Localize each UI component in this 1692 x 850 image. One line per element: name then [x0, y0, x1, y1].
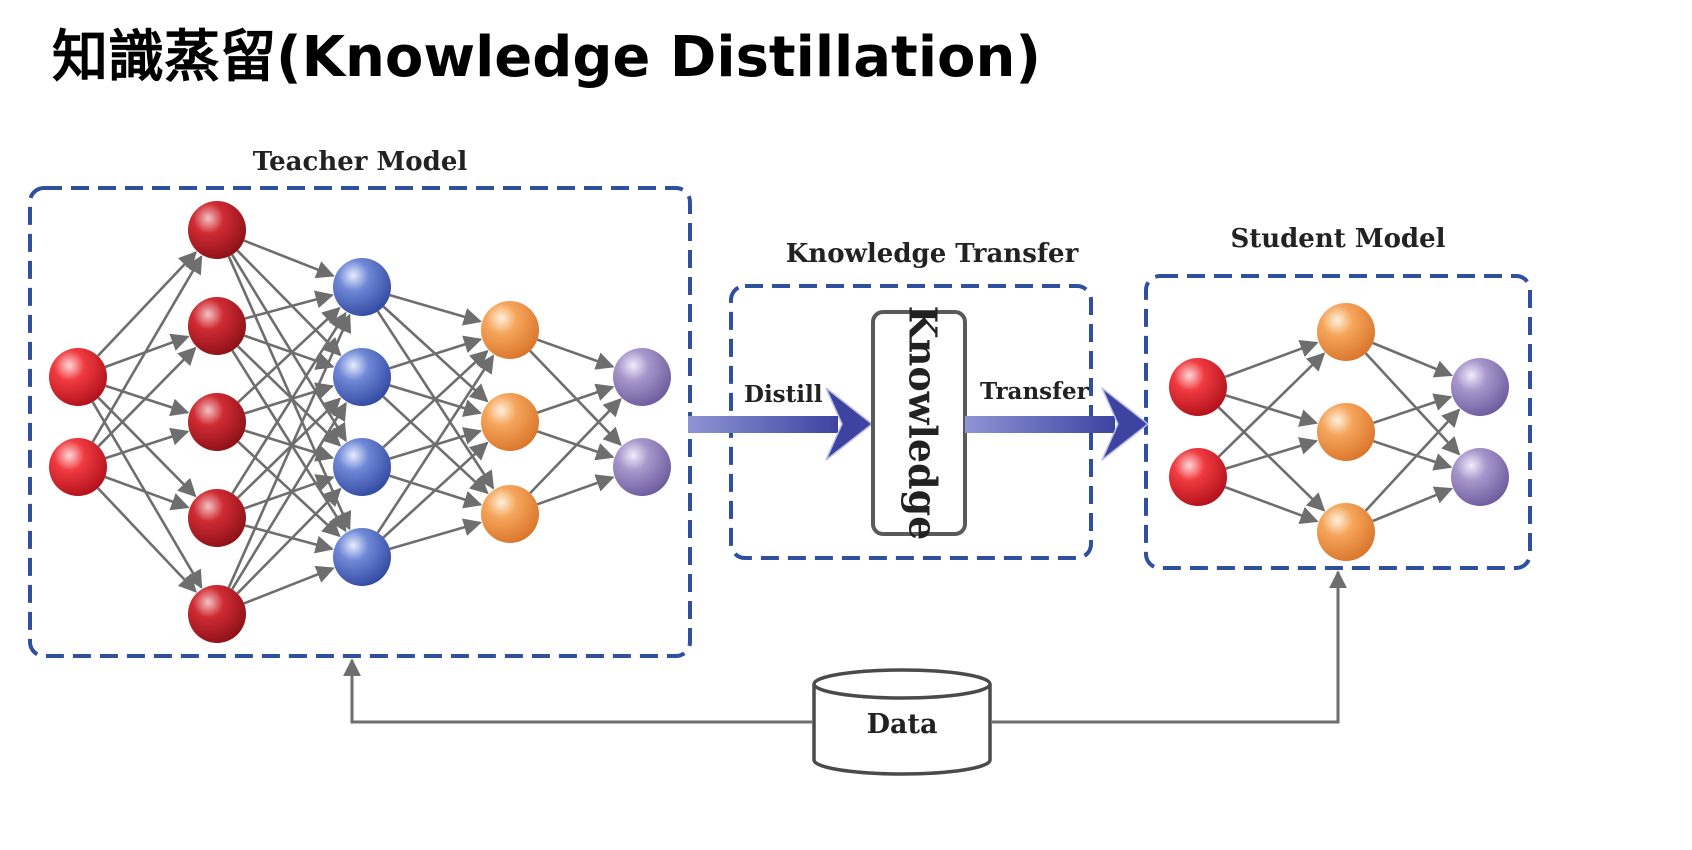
student-edge-l1-2-0 [1364, 408, 1461, 512]
student-node-l1-2 [1317, 503, 1375, 561]
teacher-node-l4-1 [613, 438, 671, 496]
teacher-node-l1-1 [188, 297, 246, 355]
student-node-l0-1 [1169, 448, 1227, 506]
teacher-node-l1-3 [188, 489, 246, 547]
teacher-edge-l2-3-1 [382, 441, 489, 539]
teacher-node-l1-0 [188, 201, 246, 259]
teacher-node-l3-2 [481, 485, 539, 543]
student-edge-l1-2-1 [1372, 486, 1453, 523]
teacher-edge-l0-1-3 [104, 475, 190, 511]
student-model-label: Student Model [1230, 224, 1445, 254]
teacher-edge-l0-1-4 [96, 487, 197, 593]
teacher-node-l1-2 [188, 393, 246, 451]
data-to-teacher-connector [343, 658, 812, 724]
student-edge-l0-1-1 [1225, 437, 1319, 470]
teacher-edge-l3-0-1 [529, 349, 622, 447]
student-edge-l0-0-1 [1225, 394, 1319, 427]
teacher-edge-l2-1-0 [389, 335, 483, 370]
teacher-edge-l1-3-0 [231, 311, 347, 495]
student-edge-l0-0-0 [1224, 339, 1319, 379]
teacher-edge-l1-2-2 [244, 429, 335, 462]
student-edge-l0-0-2 [1217, 406, 1326, 512]
teacher-edge-l1-3-3 [244, 524, 334, 554]
teacher-node-l2-0 [333, 258, 391, 316]
teacher-edge-l1-0-0 [243, 239, 335, 279]
teacher-edge-l1-3-2 [243, 474, 335, 510]
teacher-node-l1-4 [188, 585, 246, 643]
student-edge-l0-1-0 [1217, 352, 1326, 458]
student-edge-l1-1-0 [1373, 393, 1453, 425]
student-node-l2-1 [1451, 448, 1509, 506]
student-edge-l1-0-1 [1364, 352, 1461, 456]
teacher-edge-l1-2-1 [244, 382, 335, 415]
teacher-edge-l0-1-1 [97, 346, 197, 448]
teacher-edge-l1-1-0 [244, 290, 334, 320]
data-to-student-connector [992, 570, 1347, 724]
teacher-edge-l2-2-0 [382, 349, 489, 449]
transfer-label: Transfer [980, 378, 1090, 405]
knowledge-box-text: Knowledge [901, 306, 946, 541]
teacher-edge-l0-0-0 [96, 251, 197, 357]
teacher-edge-l0-0-3 [97, 396, 197, 498]
teacher-edge-l2-3-2 [389, 518, 482, 551]
teacher-edge-l1-1-3 [231, 349, 347, 533]
student-node-l1-1 [1317, 403, 1375, 461]
teacher-edge-l0-0-4 [91, 401, 203, 589]
teacher-node-l0-1 [49, 438, 107, 496]
teacher-node-l2-2 [333, 438, 391, 496]
student-edge-l1-1-1 [1373, 439, 1453, 471]
teacher-edge-l1-1-1 [243, 334, 335, 370]
teacher-edge-l0-1-2 [105, 427, 190, 460]
student-edge-l0-1-2 [1224, 485, 1319, 525]
distill-label: Distill [744, 381, 823, 408]
transfer-arrow [965, 387, 1150, 461]
student-node-l1-0 [1317, 303, 1375, 361]
data-cylinder [812, 668, 992, 776]
student-edge-l1-0-0 [1372, 341, 1453, 378]
student-node-l2-0 [1451, 358, 1509, 416]
teacher-edge-l1-3-1 [236, 397, 342, 499]
teacher-edge-l1-2-0 [237, 306, 341, 404]
teacher-edge-l3-0-0 [536, 338, 615, 370]
teacher-edge-l2-0-0 [389, 293, 482, 326]
teacher-network [49, 201, 671, 643]
teacher-edge-l1-4-0 [227, 313, 352, 589]
slide-title: 知識蒸留(Knowledge Distillation) [52, 25, 1041, 90]
teacher-edge-l3-2-1 [536, 474, 615, 506]
student-network [1169, 303, 1509, 561]
teacher-node-l2-1 [333, 348, 391, 406]
teacher-edge-l1-4-3 [243, 565, 335, 605]
teacher-node-l4-0 [613, 348, 671, 406]
teacher-node-l3-1 [481, 393, 539, 451]
teacher-node-l0-0 [49, 348, 107, 406]
teacher-edge-l0-1-0 [91, 255, 203, 443]
teacher-node-l3-0 [481, 301, 539, 359]
data-label: Data [867, 709, 938, 740]
knowledge-transfer-label: Knowledge Transfer [786, 239, 1079, 269]
teacher-edge-l3-1-0 [536, 383, 615, 414]
teacher-edge-l3-1-1 [536, 430, 615, 461]
teacher-edge-l2-3-0 [376, 354, 495, 534]
teacher-edge-l1-4-2 [236, 487, 342, 595]
distill-arrow [688, 387, 874, 461]
teacher-edge-l1-4-1 [230, 401, 347, 590]
student-node-l0-0 [1169, 358, 1227, 416]
teacher-node-l2-3 [333, 528, 391, 586]
teacher-model-label: Teacher Model [253, 147, 468, 177]
teacher-edge-l1-0-1 [236, 249, 342, 357]
teacher-edge-l1-1-2 [236, 345, 342, 447]
teacher-edge-l3-2-0 [529, 397, 622, 495]
